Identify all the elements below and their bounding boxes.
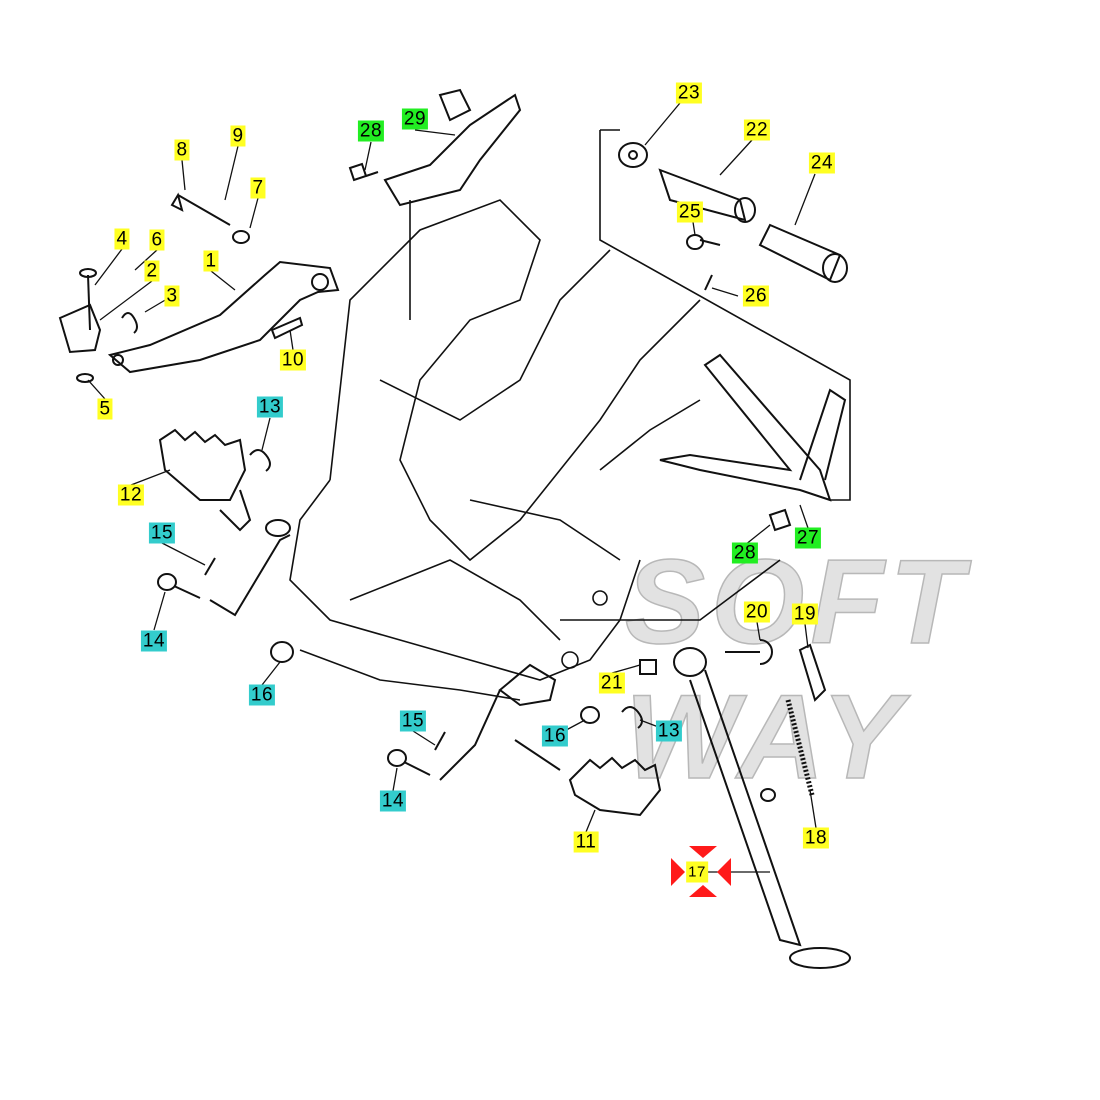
callout-13[interactable]: 13 xyxy=(256,396,284,418)
callout-4[interactable]: 4 xyxy=(114,228,130,250)
callout-7[interactable]: 7 xyxy=(250,177,266,199)
callout-20[interactable]: 20 xyxy=(743,601,771,623)
arrow-right-icon xyxy=(671,858,685,886)
callout-6[interactable]: 6 xyxy=(149,229,165,251)
callout-27[interactable]: 27 xyxy=(794,527,822,549)
callout-15[interactable]: 15 xyxy=(399,710,427,732)
callout-25[interactable]: 25 xyxy=(676,201,704,223)
callout-26[interactable]: 26 xyxy=(742,285,770,307)
callout-10[interactable]: 10 xyxy=(279,349,307,371)
callout-13[interactable]: 13 xyxy=(655,720,683,742)
callout-1[interactable]: 1 xyxy=(203,250,219,272)
brake-pedal xyxy=(58,192,340,383)
callout-18[interactable]: 18 xyxy=(802,827,830,849)
footrest-left xyxy=(157,428,294,663)
callout-3[interactable]: 3 xyxy=(164,285,180,307)
callout-23[interactable]: 23 xyxy=(675,82,703,104)
callout-22[interactable]: 22 xyxy=(743,119,771,141)
arrow-up-icon xyxy=(689,885,717,897)
callout-5[interactable]: 5 xyxy=(97,398,113,420)
callout-14[interactable]: 14 xyxy=(140,630,168,652)
callout-9[interactable]: 9 xyxy=(230,125,246,147)
callout-21[interactable]: 21 xyxy=(598,672,626,694)
frame-outline xyxy=(289,129,851,701)
callout-16[interactable]: 16 xyxy=(248,684,276,706)
callout-8[interactable]: 8 xyxy=(174,139,190,161)
leader-lines xyxy=(87,102,817,873)
callout-24[interactable]: 24 xyxy=(808,152,836,174)
arrow-left-icon xyxy=(717,858,731,886)
bracket xyxy=(348,88,522,207)
footrest-right xyxy=(387,663,662,817)
callout-15[interactable]: 15 xyxy=(148,522,176,544)
side-stand xyxy=(639,639,851,969)
callout-12[interactable]: 12 xyxy=(117,484,145,506)
callout-11[interactable]: 11 xyxy=(573,831,599,853)
callout-16[interactable]: 16 xyxy=(541,725,569,747)
callout-19[interactable]: 19 xyxy=(791,603,819,625)
shift-pedal xyxy=(618,142,848,532)
callout-14[interactable]: 14 xyxy=(379,790,407,812)
arrow-down-icon xyxy=(689,846,717,858)
callout-28[interactable]: 28 xyxy=(731,542,759,564)
callout-28[interactable]: 28 xyxy=(357,120,385,142)
callout-29[interactable]: 29 xyxy=(401,108,429,130)
watermark: SOFT WAY xyxy=(624,534,969,805)
callout-17[interactable]: 17 xyxy=(686,861,708,883)
callout-2[interactable]: 2 xyxy=(144,260,160,282)
